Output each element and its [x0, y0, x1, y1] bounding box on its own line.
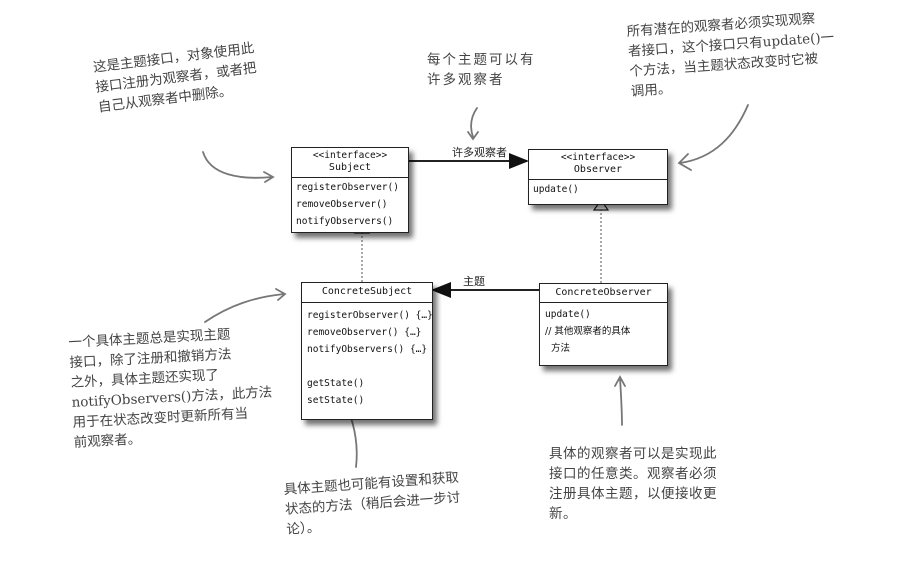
- concrete-observer-box: ConcreteObserver update() // 其他观察者的具体 方法: [539, 283, 668, 366]
- concrete-observer-comment: 方法: [545, 343, 571, 354]
- concrete-observer-comment: // 其他观察者的具体: [545, 326, 631, 337]
- observer-interface-box: <<interface>> Observer update(): [528, 149, 668, 205]
- concrete-subject-method: removeObserver() {…}: [307, 327, 422, 338]
- subject-method: notifyObservers(): [296, 216, 394, 227]
- observer-class-name: Observer: [573, 164, 623, 175]
- subject-interface-box: <<interface>> Subject registerObserver()…: [291, 147, 409, 233]
- subject-class-name: Subject: [328, 162, 372, 173]
- realization-triangle-observer: [592, 198, 610, 211]
- note-concrete-observer: 具体的观察者可以是实现此 接口的任意类。观察者必须 注册具体主题，以便接收更 新…: [549, 446, 717, 522]
- association-label-observers: 许多观察者: [452, 146, 507, 159]
- subject-stereotype: <<interface>>: [312, 150, 388, 161]
- subject-method: registerObserver(): [296, 182, 399, 193]
- note-arrow-many-observers: [467, 107, 479, 141]
- concrete-subject-method: getState(): [307, 378, 365, 389]
- observer-stereotype: <<interface>>: [560, 152, 636, 163]
- concrete-subject-class-name: ConcreteSubject: [321, 286, 413, 297]
- note-state-methods: 具体主题也可能有设置和获取 状态的方法（稍后会进一步讨 论）。: [283, 469, 461, 538]
- concrete-subject-box: ConcreteSubject registerObserver() {…} r…: [301, 282, 433, 420]
- note-arrow-subject-interface: [202, 151, 275, 183]
- note-arrow-concrete-subject: [204, 288, 287, 323]
- note-observer-interface: 所有潜在的观察者必须实现观察 者接口，这个接口只有update()一 个方法，当…: [626, 10, 835, 100]
- subject-method: removeObserver(): [296, 199, 388, 210]
- note-many-observers: 每个主题可以有 许多观察者: [427, 52, 536, 88]
- concrete-observer-method: update(): [545, 309, 591, 320]
- observer-method: update(): [533, 184, 579, 195]
- note-arrow-observer-interface: [677, 104, 749, 171]
- concrete-subject-method: setState(): [307, 395, 365, 406]
- concrete-subject-method: registerObserver() {…}: [307, 310, 433, 321]
- concrete-observer-class-name: ConcreteObserver: [555, 287, 652, 298]
- association-label-subject: 主题: [463, 275, 485, 288]
- note-concrete-subject: 一个具体主题总是实现主题 接口，除了注册和撤销方法 之外，具体主题还实现了 no…: [68, 326, 273, 451]
- note-arrow-concrete-observer: [614, 375, 626, 426]
- concrete-subject-method: notifyObservers() {…}: [307, 344, 428, 355]
